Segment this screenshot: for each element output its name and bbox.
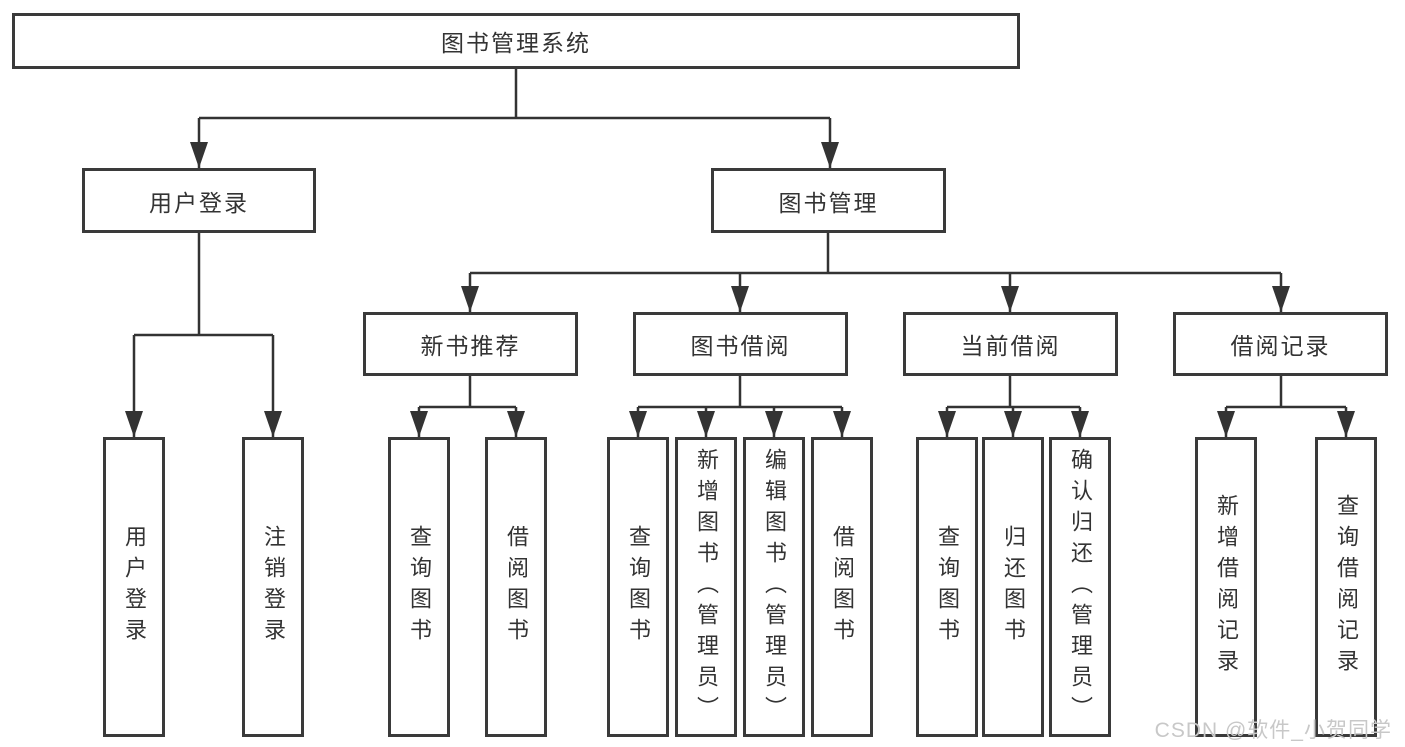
node-leaf-query-borrow-record: 查询借阅记录 (1315, 437, 1377, 737)
node-book-management: 图书管理 (711, 168, 946, 233)
node-label: 借阅图书 (504, 525, 529, 649)
node-leaf-borrow-book: 借阅图书 (811, 437, 873, 737)
watermark: CSDN @软件_小贺同学 (1154, 719, 1392, 742)
node-leaf-return-book: 归还图书 (982, 437, 1044, 737)
node-library-management-system: 图书管理系统 (12, 13, 1020, 69)
node-label: 新增图书（管理员） (694, 447, 719, 727)
node-leaf-query-book-current: 查询图书 (916, 437, 978, 737)
node-leaf-query-book-borrow: 查询图书 (607, 437, 669, 737)
node-leaf-query-book-recommend: 查询图书 (388, 437, 450, 737)
node-label: 当前借阅 (960, 333, 1061, 359)
node-user-login: 用户登录 (82, 168, 316, 233)
node-label: 查询图书 (407, 525, 432, 649)
node-leaf-add-borrow-record: 新增借阅记录 (1195, 437, 1257, 737)
node-label: 图书管理系统 (441, 30, 591, 56)
node-leaf-user-login: 用户登录 (103, 437, 165, 737)
node-label: 编辑图书（管理员） (762, 447, 787, 727)
node-borrow-records: 借阅记录 (1173, 312, 1388, 376)
node-label: 借阅记录 (1230, 333, 1331, 359)
connector-skeleton (134, 69, 1346, 409)
node-book-borrow: 图书借阅 (633, 312, 848, 376)
node-label: 图书管理 (778, 189, 879, 216)
node-label: 图书借阅 (690, 333, 791, 359)
node-leaf-borrow-book-recommend: 借阅图书 (485, 437, 547, 737)
node-label: 查询图书 (626, 525, 651, 649)
node-leaf-confirm-return-admin: 确认归还（管理员） (1049, 437, 1111, 737)
node-label: 归还图书 (1001, 525, 1026, 649)
node-label: 确认归还（管理员） (1068, 447, 1093, 727)
node-label: 查询图书 (935, 525, 960, 649)
node-label: 注销登录 (261, 525, 286, 649)
node-leaf-logout: 注销登录 (242, 437, 304, 737)
node-label: 新增借阅记录 (1214, 494, 1239, 680)
node-current-borrow: 当前借阅 (903, 312, 1118, 376)
node-label: 用户登录 (122, 525, 147, 649)
node-label: 借阅图书 (830, 525, 855, 649)
node-new-book-recommend: 新书推荐 (363, 312, 578, 376)
node-leaf-add-book-admin: 新增图书（管理员） (675, 437, 737, 737)
node-label: 用户登录 (149, 189, 249, 216)
node-label: 查询借阅记录 (1334, 494, 1359, 680)
node-label: 新书推荐 (420, 333, 521, 359)
node-leaf-edit-book-admin: 编辑图书（管理员） (743, 437, 805, 737)
